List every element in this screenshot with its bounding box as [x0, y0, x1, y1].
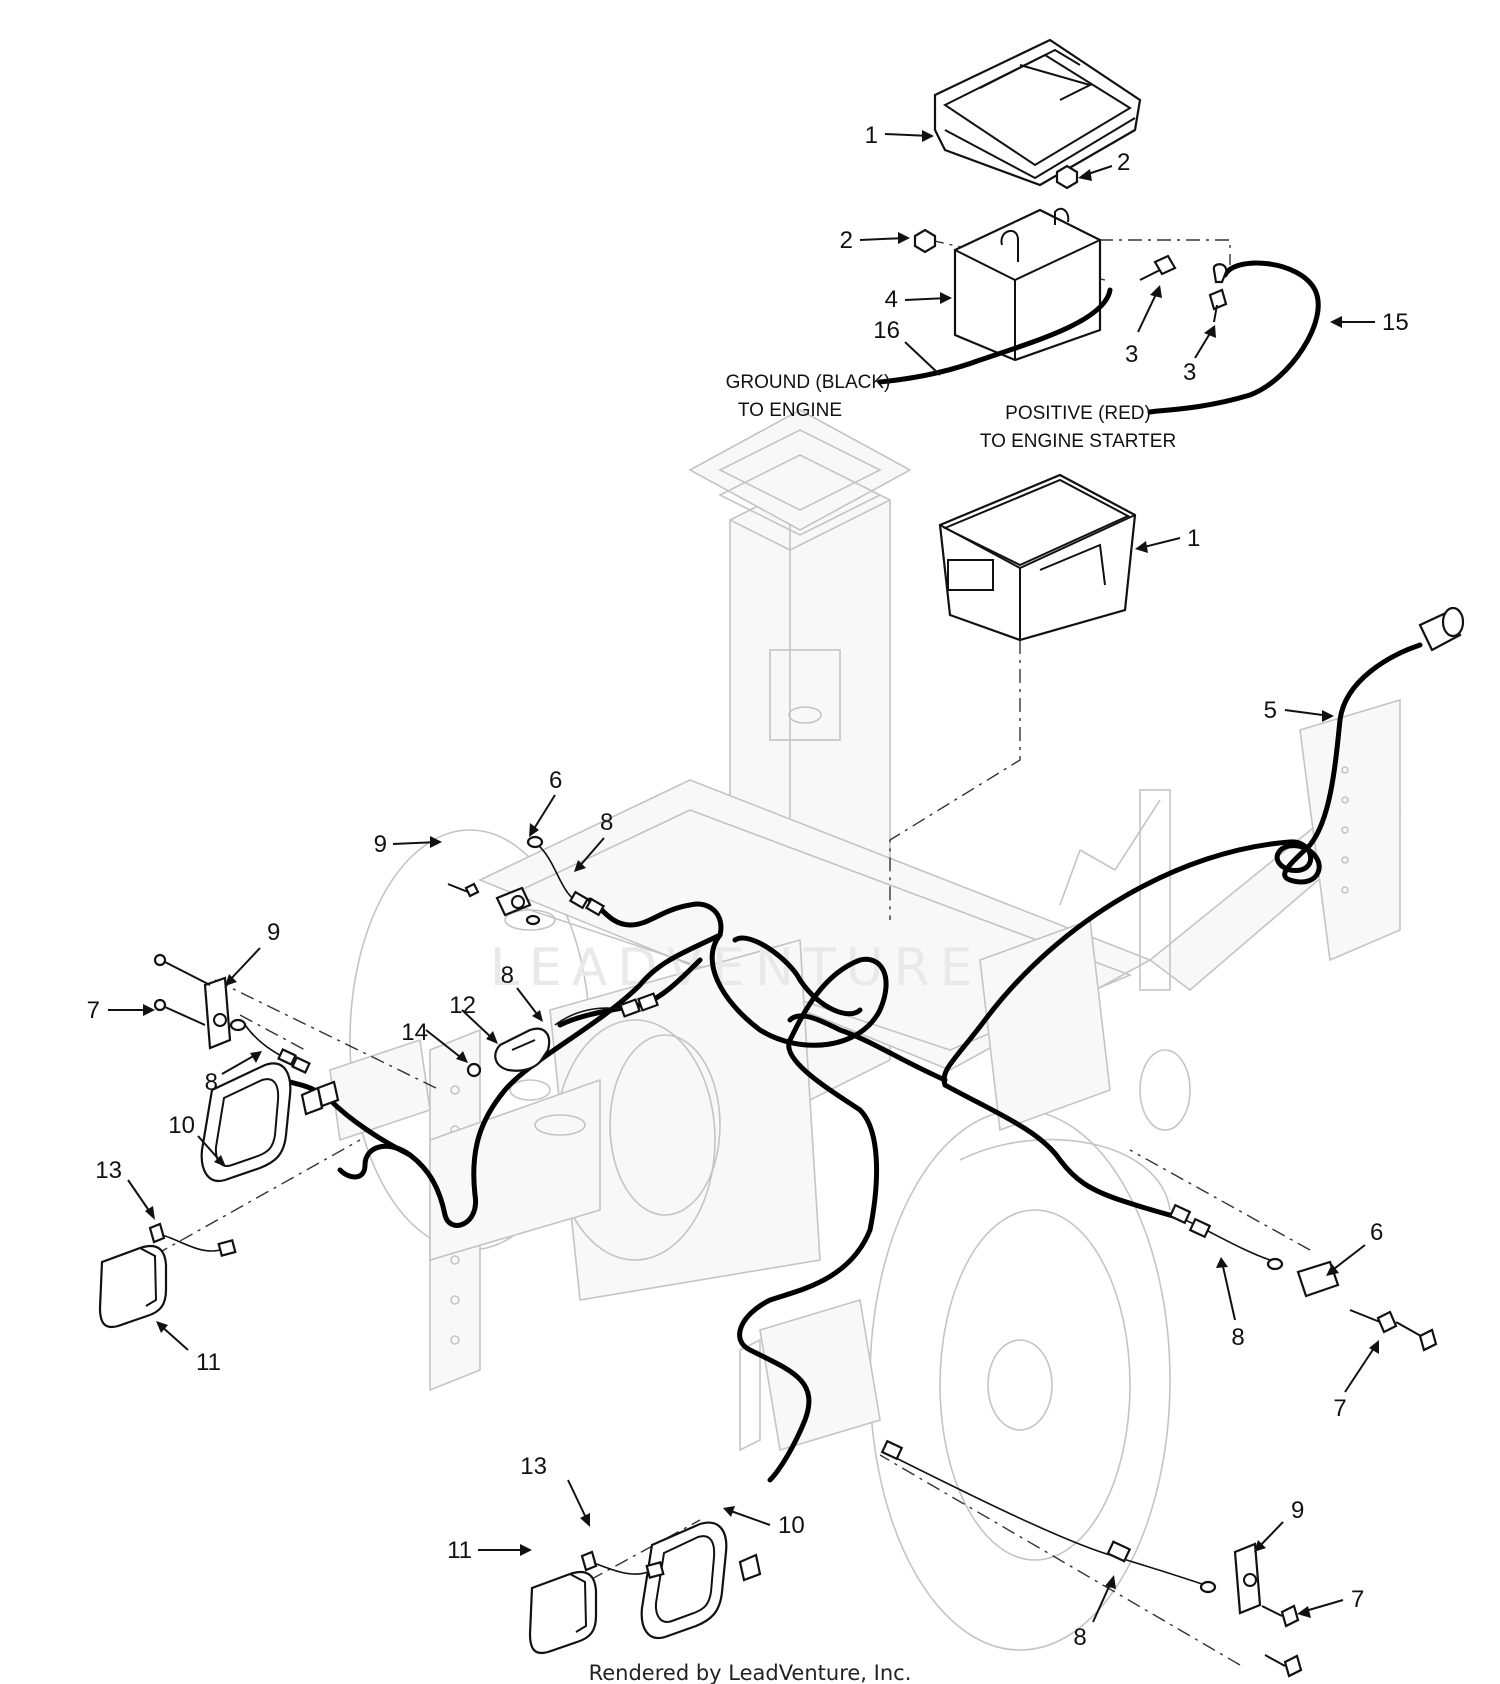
hitch-ghost	[1299, 698, 1401, 962]
callout-13-bottom: 13	[520, 1453, 547, 1480]
left-box-ghost	[329, 1038, 431, 1142]
side-marker-right	[1296, 1260, 1438, 1352]
screw-left-upper	[153, 953, 211, 986]
tail-light-left	[98, 1244, 168, 1329]
callout-12: 12	[449, 992, 476, 1019]
callout-7-right: 7	[1333, 1395, 1346, 1422]
positive-note-line1: POSITIVE (RED)	[1005, 403, 1151, 424]
callout-14: 14	[401, 1019, 428, 1046]
callout-1-cover: 1	[865, 122, 878, 149]
callout-16: 16	[873, 317, 900, 344]
side-marker-bottom	[1233, 1542, 1262, 1615]
ground-cable	[877, 287, 1113, 385]
terminal-nut-left	[913, 228, 937, 254]
right-box-ghost	[759, 1298, 881, 1452]
callout-6-top: 6	[549, 767, 562, 794]
side-marker-left	[203, 976, 247, 1050]
bulb-left	[148, 1222, 237, 1257]
grommet-bottom	[640, 1521, 762, 1640]
connector-12	[494, 1027, 551, 1072]
callout-10-left: 10	[168, 1112, 195, 1139]
callout-8-mid: 8	[501, 962, 514, 989]
splitter-frame-ghost	[329, 409, 1402, 1651]
terminal-bolt-left	[1139, 254, 1177, 281]
positive-cable	[1147, 260, 1321, 415]
bulb-bottom	[580, 1550, 665, 1579]
positive-note-line2: TO ENGINE STARTER	[980, 431, 1176, 452]
pigtail-mid	[554, 992, 659, 1026]
callout-8-top: 8	[600, 809, 613, 836]
pigtail-right	[1168, 1203, 1284, 1271]
top-plate-ghost	[688, 409, 912, 531]
fender-ghost	[959, 1138, 1171, 1211]
callout-15: 15	[1382, 309, 1409, 336]
callout-8-bottom: 8	[1073, 1624, 1086, 1651]
ground-note-line2: TO ENGINE	[738, 400, 842, 421]
hitch-plug	[1418, 606, 1465, 652]
callout-9-left: 9	[267, 919, 280, 946]
callout-9-top: 9	[374, 831, 387, 858]
callout-2-right: 2	[1117, 149, 1130, 176]
callout-5: 5	[1264, 697, 1277, 724]
callout-3-right: 3	[1183, 359, 1196, 386]
battery	[953, 207, 1102, 362]
screw-bottom-lower	[1264, 1654, 1303, 1678]
callout-2-left: 2	[840, 227, 853, 254]
terminal-nut-right	[1055, 164, 1079, 190]
callout-7-left: 7	[87, 997, 100, 1024]
terminal-bolt-right	[1208, 288, 1228, 323]
cable-notes: GROUND (BLACK) TO ENGINE POSITIVE (RED) …	[726, 372, 1177, 452]
callout-11-bottom: 11	[447, 1537, 472, 1564]
callout-13-left: 13	[95, 1157, 122, 1184]
callout-10-bottom: 10	[778, 1512, 805, 1539]
right-tire-ghost	[869, 1109, 1171, 1651]
callout-labels: 1 2 2 4 16 3 3 15 1 5 9 6 8 9 7 8 12 14 …	[87, 122, 1409, 1651]
assembly-lines	[154, 224, 1311, 1666]
callout-9-bottom: 9	[1291, 1497, 1304, 1524]
right-rim-ghost	[939, 1209, 1131, 1561]
grommet-left	[200, 1062, 340, 1183]
callout-11-left: 11	[196, 1349, 221, 1376]
ground-note-line1: GROUND (BLACK)	[726, 372, 891, 393]
footer-credit: Rendered by LeadVenture, Inc.	[589, 1661, 912, 1684]
callout-4: 4	[885, 286, 898, 313]
pigtail-left	[242, 1021, 311, 1074]
leaders	[108, 130, 1379, 1623]
battery-box	[938, 473, 1137, 642]
screw-14	[466, 1062, 482, 1078]
callout-8-right: 8	[1231, 1324, 1244, 1351]
callout-7-bottom: 7	[1351, 1586, 1364, 1613]
watermark: LEADVENTURE	[490, 938, 983, 998]
screw-left-lower	[153, 998, 206, 1026]
callout-1-box: 1	[1187, 525, 1200, 552]
callout-6-right: 6	[1370, 1219, 1383, 1246]
side-marker-top	[447, 882, 541, 926]
tail-light-bottom	[528, 1570, 598, 1655]
callout-3-left: 3	[1125, 341, 1138, 368]
pigtail-bottom	[880, 1439, 1217, 1594]
screw-bottom-upper	[1261, 1604, 1300, 1628]
pigtail-top	[526, 835, 606, 917]
battery-cover	[933, 38, 1142, 187]
hub-ghost	[987, 1339, 1053, 1431]
callout-8-left: 8	[205, 1069, 218, 1096]
